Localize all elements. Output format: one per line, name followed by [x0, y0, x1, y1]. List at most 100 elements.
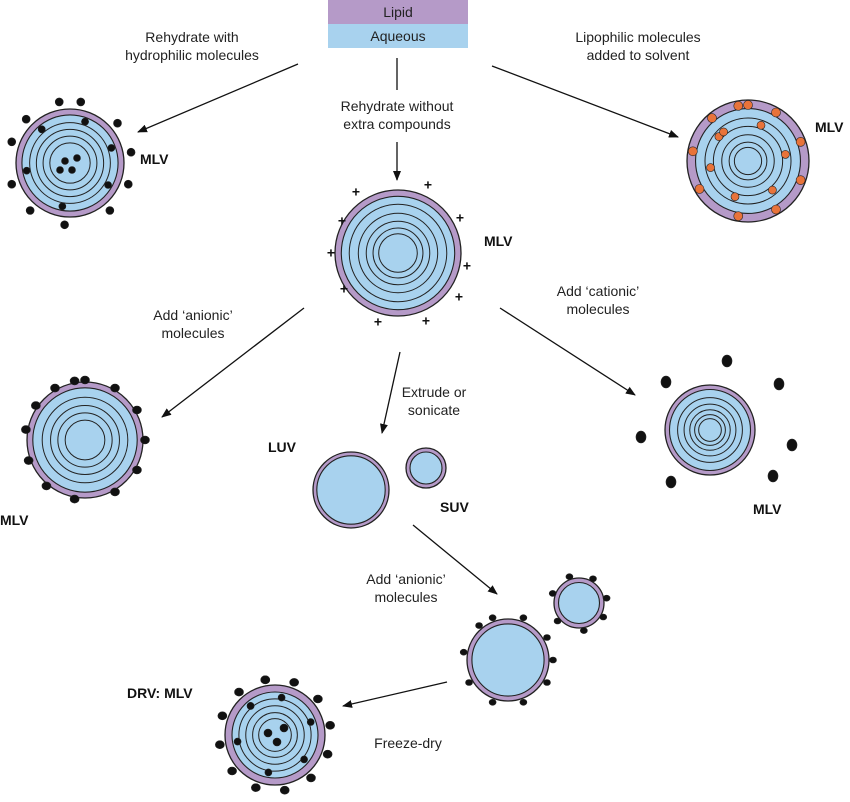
vesicle-lamella: [721, 134, 775, 188]
label-line: molecules: [161, 325, 225, 341]
vesicle-lamella: [704, 117, 792, 205]
vesicle-lamella: [238, 698, 312, 772]
molecules: ++++++++++: [7, 97, 806, 795]
mlv-center: [334, 189, 462, 317]
drv-molecule: [260, 675, 271, 685]
suv: [405, 447, 447, 489]
lipophilic-molecule: [743, 100, 753, 110]
drv-molecule: [313, 694, 323, 704]
drv-molecule: [325, 720, 335, 730]
arrow-to-hydrophilic-mlv: [137, 63, 299, 133]
vesicle-lamella: [677, 397, 743, 463]
label-rehydrate-without: Rehydrate without extra compounds: [327, 97, 467, 133]
label-line: molecules: [374, 589, 438, 605]
drv-mlv: [224, 684, 326, 786]
drv-molecule: [279, 723, 289, 733]
hydrophilic-molecule: [68, 166, 76, 174]
mlv-anionic: [26, 381, 144, 499]
hydrophilic-molecule: [61, 157, 69, 165]
drv-molecule: [246, 702, 255, 710]
cationic-molecule: [635, 430, 647, 444]
label-rehydrate-hydrophilic: Rehydrate with hydrophilic molecules: [102, 28, 282, 64]
anionic-molecule: [589, 575, 597, 583]
drv-molecule: [300, 755, 308, 764]
anionic-molecule: [110, 487, 120, 497]
vesicle-lamella: [372, 227, 424, 279]
hydrophilic-molecule: [73, 154, 81, 162]
anionic-molecule: [69, 376, 80, 386]
cationic-molecule: [665, 475, 677, 489]
hydrophilic-molecule: [25, 206, 35, 215]
luv-anionic: [466, 618, 550, 702]
label-add-anionic-bottom: Add ‘anionic’ molecules: [351, 570, 461, 606]
label-mlv-top-left: MLV: [140, 151, 169, 167]
label-suv: SUV: [440, 499, 469, 515]
arrow-to-lipophilic-mlv: [491, 65, 679, 138]
anionic-molecule: [465, 679, 473, 686]
lipophilic-molecule: [733, 101, 744, 111]
vesicle-lamella: [49, 142, 91, 184]
vesicle-lamella: [683, 403, 737, 457]
positive-charge: +: [338, 213, 346, 229]
hydrophilic-molecule: [104, 181, 112, 189]
hydrophilic-molecule: [107, 144, 116, 152]
legend-lipid-label: Lipid: [383, 4, 413, 20]
hydrophilic-molecule: [21, 114, 31, 124]
lipophilic-molecule: [688, 146, 698, 157]
label-line: added to solvent: [586, 47, 690, 63]
positive-charge: +: [352, 184, 360, 200]
vesicle-aqueous-core: [557, 581, 601, 625]
vesicle-lamella: [357, 212, 439, 294]
hydrophilic-molecule: [123, 179, 133, 189]
positive-charge: +: [327, 245, 335, 261]
legend-aqueous-swatch: [328, 24, 468, 48]
label-mlv-center: MLV: [484, 233, 513, 249]
positive-charge: +: [455, 289, 463, 305]
arrow-to-anionic-mlv: [161, 307, 305, 418]
hydrophilic-molecule: [54, 97, 64, 107]
positive-charge: +: [463, 258, 471, 274]
positive-charge: +: [340, 281, 348, 297]
label-freeze-dry: Freeze-dry: [374, 735, 442, 751]
anionic-molecule: [553, 617, 562, 625]
vesicle-aqueous-core: [32, 387, 138, 493]
vesicle-lamella: [712, 125, 784, 197]
vesicle-lamella: [378, 233, 418, 273]
label-line: Add ‘anionic’: [153, 307, 233, 323]
drv-molecule: [217, 711, 228, 721]
lipophilic-molecule: [795, 137, 806, 147]
anionic-molecule: [110, 383, 120, 393]
vesicle-lamella: [41, 396, 129, 484]
vesicle-lamella: [29, 122, 111, 204]
arrow-to-anionic-luv-suv: [412, 524, 498, 595]
vesicle-lamella: [258, 718, 292, 752]
vesicle-lamella: [694, 414, 726, 446]
lipophilic-molecule: [768, 185, 777, 195]
vesicle-aqueous-core: [694, 107, 802, 215]
anionic-molecule: [459, 648, 468, 656]
lipophilic-molecule: [781, 150, 790, 159]
label-line: molecules: [566, 301, 630, 317]
vesicle-lamella: [689, 409, 731, 451]
hydrophilic-molecule: [105, 206, 115, 215]
drv-molecule: [279, 785, 290, 795]
anionic-molecule: [132, 405, 142, 415]
luv: [312, 451, 390, 529]
hydrophilic-molecule: [76, 97, 86, 107]
drv-molecule: [234, 687, 244, 697]
label-line: Add ‘cationic’: [556, 283, 640, 299]
positive-charge: +: [424, 177, 432, 193]
label-line: Lipophilic molecules: [575, 29, 701, 45]
vesicle-lamella: [252, 712, 298, 758]
drv-molecule: [251, 783, 261, 792]
anionic-molecule: [565, 573, 574, 580]
label-mlv-right: MLV: [753, 501, 782, 517]
lipophilic-molecule: [694, 184, 705, 194]
hydrophilic-molecule: [37, 125, 46, 134]
hydrophilic-molecule: [7, 179, 17, 189]
label-luv: LUV: [268, 439, 296, 455]
label-line: hydrophilic molecules: [125, 47, 259, 63]
hydrophilic-molecule: [60, 220, 69, 230]
anionic-molecule: [132, 465, 142, 475]
